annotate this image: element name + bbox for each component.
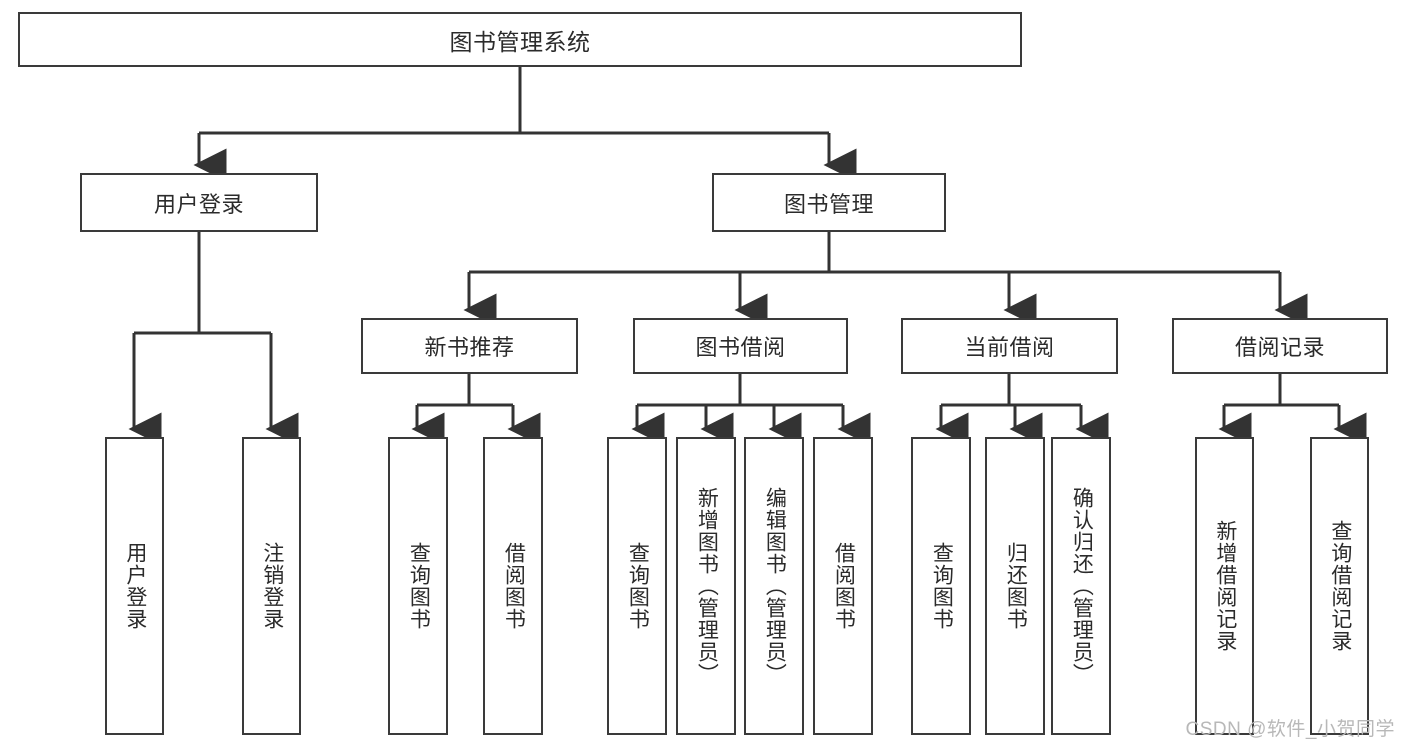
node-root-system-label: 图书管理系统: [449, 28, 591, 55]
node-leaf-query-book-3[interactable]: 查询图书: [911, 437, 971, 735]
node-leaf-user-login-label: 用户登录: [123, 542, 147, 630]
node-new-book-recommend[interactable]: 新书推荐: [361, 318, 578, 374]
node-current-borrow-label: 当前借阅: [964, 335, 1055, 360]
node-root-system[interactable]: 图书管理系统: [18, 12, 1022, 67]
node-book-manage[interactable]: 图书管理: [712, 173, 946, 232]
node-leaf-borrow-book-2-label: 借阅图书: [832, 542, 856, 630]
node-leaf-confirm-return[interactable]: 确认归还（管理员）: [1051, 437, 1111, 735]
node-leaf-add-book-label: 新增图书（管理员）: [695, 487, 719, 685]
node-current-borrow[interactable]: 当前借阅: [901, 318, 1118, 374]
node-leaf-edit-book-label: 编辑图书（管理员）: [763, 487, 787, 685]
node-leaf-query-book-3-label: 查询图书: [930, 542, 954, 630]
node-leaf-borrow-book-1-label: 借阅图书: [502, 542, 526, 630]
node-leaf-borrow-book-1[interactable]: 借阅图书: [483, 437, 543, 735]
node-leaf-edit-book[interactable]: 编辑图书（管理员）: [744, 437, 804, 735]
node-leaf-query-record-label: 查询借阅记录: [1328, 520, 1352, 652]
node-leaf-logout[interactable]: 注销登录: [242, 437, 301, 735]
node-leaf-query-book-1[interactable]: 查询图书: [388, 437, 448, 735]
node-leaf-logout-label: 注销登录: [260, 542, 284, 630]
node-book-manage-label: 图书管理: [783, 191, 874, 217]
node-leaf-query-book-2-label: 查询图书: [626, 542, 650, 630]
node-leaf-return-book[interactable]: 归还图书: [985, 437, 1045, 735]
node-user-login-label: 用户登录: [153, 191, 244, 217]
csdn-watermark: CSDN @软件_小贺同学: [1185, 719, 1395, 740]
node-borrow-record[interactable]: 借阅记录: [1172, 318, 1388, 374]
node-leaf-add-record[interactable]: 新增借阅记录: [1195, 437, 1254, 735]
node-leaf-query-record[interactable]: 查询借阅记录: [1310, 437, 1369, 735]
node-leaf-confirm-return-label: 确认归还（管理员）: [1070, 487, 1094, 685]
node-leaf-query-book-1-label: 查询图书: [407, 542, 431, 630]
node-leaf-add-record-label: 新增借阅记录: [1213, 520, 1237, 652]
node-leaf-query-book-2[interactable]: 查询图书: [607, 437, 667, 735]
node-book-borrow-label: 图书借阅: [695, 335, 786, 360]
node-new-book-recommend-label: 新书推荐: [424, 335, 515, 360]
node-leaf-add-book[interactable]: 新增图书（管理员）: [676, 437, 736, 735]
node-book-borrow[interactable]: 图书借阅: [633, 318, 848, 374]
node-borrow-record-label: 借阅记录: [1234, 335, 1325, 360]
node-leaf-borrow-book-2[interactable]: 借阅图书: [813, 437, 873, 735]
node-leaf-return-book-label: 归还图书: [1004, 542, 1028, 630]
node-user-login[interactable]: 用户登录: [80, 173, 318, 232]
node-leaf-user-login[interactable]: 用户登录: [105, 437, 164, 735]
